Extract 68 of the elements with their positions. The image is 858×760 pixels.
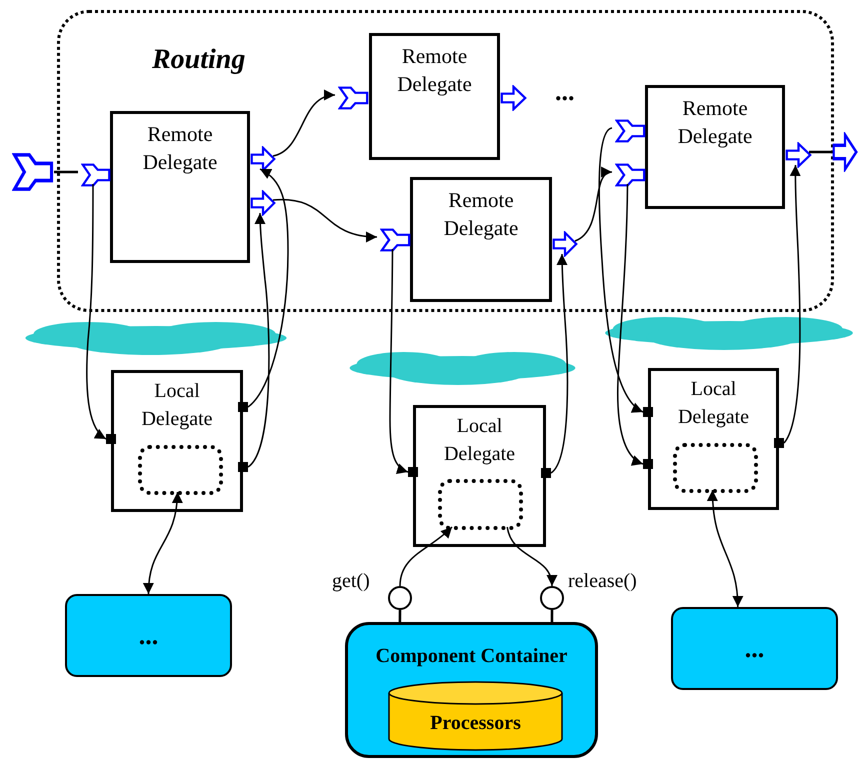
- node-label: Local Delegate: [676, 377, 750, 430]
- method-label: get(): [332, 569, 370, 594]
- output-port: [500, 85, 527, 111]
- port-square: [541, 468, 551, 478]
- input-port: [12, 152, 54, 192]
- delegate-box: [645, 85, 785, 209]
- connector: [272, 91, 336, 157]
- delegate-box: [111, 370, 243, 512]
- connector: [86, 184, 106, 440]
- port-square: [238, 462, 248, 472]
- connector: [598, 127, 644, 413]
- node-label: Remote Delegate: [396, 43, 473, 98]
- node-label: Remote Delegate: [442, 187, 520, 242]
- node-label: Routing: [152, 43, 246, 77]
- port-square: [643, 407, 653, 417]
- connector: [707, 490, 743, 608]
- output-port: [552, 231, 578, 257]
- input-port: [338, 86, 369, 110]
- container-box: [345, 622, 598, 758]
- input-port: [615, 119, 646, 143]
- connector: [143, 492, 182, 594]
- port-square: [106, 434, 116, 444]
- connector: [272, 198, 378, 242]
- dotted-box: [438, 479, 523, 530]
- delegate-box: [648, 368, 779, 510]
- delegate-box: [369, 33, 500, 160]
- node-label: Local Delegate: [140, 379, 214, 432]
- connector: [54, 170, 78, 174]
- connector: [506, 526, 556, 586]
- connector: [398, 610, 402, 622]
- node-label: Component Container: [374, 644, 568, 669]
- dotted-box: [673, 443, 758, 493]
- routing-region: [57, 10, 834, 312]
- connector: [617, 184, 644, 465]
- input-port: [81, 163, 111, 187]
- node-label: Remote Delegate: [676, 95, 754, 150]
- component-box: [65, 594, 232, 677]
- component-box: [671, 607, 838, 690]
- connector: [574, 169, 612, 242]
- connector: [783, 164, 801, 444]
- connector: [247, 213, 270, 468]
- output-port: [785, 142, 812, 168]
- output-port: [250, 146, 276, 172]
- port-square: [643, 459, 653, 469]
- connector: [248, 168, 289, 408]
- method-label: release(): [568, 569, 637, 594]
- node-label: ...: [138, 620, 158, 652]
- output-port: [832, 132, 858, 172]
- delegate-box: [413, 405, 546, 547]
- port-square: [408, 467, 418, 477]
- delegate-box: [110, 111, 250, 263]
- port-square: [238, 402, 248, 412]
- ellipsis-label: ...: [555, 76, 574, 108]
- input-port: [380, 228, 411, 252]
- connector: [550, 254, 568, 474]
- node-label: Remote Delegate: [142, 121, 218, 176]
- node-label: Local Delegate: [442, 414, 516, 467]
- delegate-box: [410, 177, 552, 302]
- port-square: [774, 438, 784, 448]
- node-label: ...: [744, 633, 764, 665]
- connector: [389, 249, 408, 474]
- input-port: [615, 163, 646, 187]
- connector: [399, 526, 453, 586]
- output-port: [250, 190, 276, 216]
- connector: [809, 150, 832, 154]
- node-label: Processors: [430, 711, 521, 736]
- connector: [550, 610, 554, 622]
- dotted-box: [138, 445, 223, 495]
